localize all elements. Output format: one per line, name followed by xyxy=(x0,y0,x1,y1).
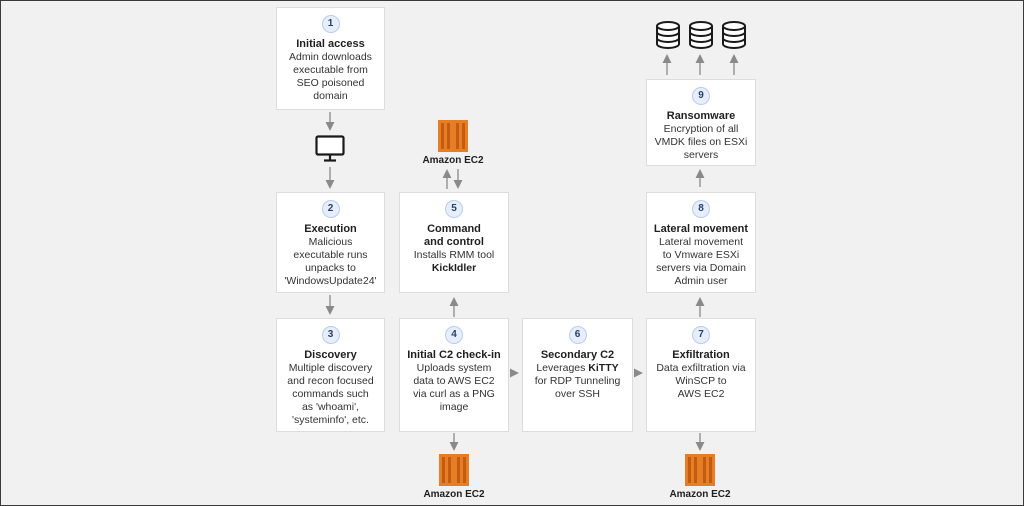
tool-name-kickidler: KickIdler xyxy=(431,262,477,274)
step-desc: Multiple discovery and recon focused com… xyxy=(287,362,374,426)
step-3-discovery: 3 Discovery Multiple discovery and recon… xyxy=(276,318,385,432)
step-8-lateral-movement: 8 Lateral movement Lateral movement to V… xyxy=(646,192,756,293)
step-desc: Data exfiltration via WinSCP to AWS EC2 xyxy=(656,362,746,400)
step-title: Initial access xyxy=(296,38,365,50)
step-desc: Lateral movement to Vmware ESXi servers … xyxy=(656,236,746,287)
step-desc: Uploads system data to AWS EC2 via curl … xyxy=(413,362,495,413)
step-desc: Encryption of all VMDK files on ESXi ser… xyxy=(654,123,748,161)
step-number-4: 4 xyxy=(445,326,463,344)
step-number-8: 8 xyxy=(692,200,710,218)
monitor-icon xyxy=(315,135,345,162)
database-icon xyxy=(689,21,713,49)
step-number-7: 7 xyxy=(692,326,710,344)
ec2-label-top: Amazon EC2 xyxy=(422,155,484,166)
step-6-secondary-c2: 6 Secondary C2 Leverages KiTTY for RDP T… xyxy=(522,318,633,432)
step-7-exfiltration: 7 Exfiltration Data exfiltration via Win… xyxy=(646,318,756,432)
step-title: Lateral movement xyxy=(653,223,749,235)
step-number-1: 1 xyxy=(321,15,340,33)
step-number-2: 2 xyxy=(321,200,340,218)
step-4-initial-c2-check-in: 4 Initial C2 check-in Uploads system dat… xyxy=(399,318,509,432)
step-title: Command and control xyxy=(424,223,484,248)
step-title: Ransomware xyxy=(666,110,736,122)
aws-ec2-icon xyxy=(685,454,715,486)
step-number-9: 9 xyxy=(692,87,710,105)
database-icon xyxy=(722,21,746,49)
step-number-3: 3 xyxy=(321,326,340,344)
step-desc: Leverages KiTTY for RDP Tunneling over S… xyxy=(534,362,621,400)
step-2-execution: 2 Execution Malicious executable runs un… xyxy=(276,192,385,293)
step-title: Exfiltration xyxy=(672,349,730,361)
aws-ec2-icon xyxy=(438,120,468,152)
step-1-initial-access: 1 Initial access Admin downloads executa… xyxy=(276,7,385,110)
step-title: Initial C2 check-in xyxy=(407,349,501,361)
step-number-5: 5 xyxy=(445,200,463,218)
step-9-ransomware: 9 Ransomware Encryption of all VMDK file… xyxy=(646,79,756,166)
step-title: Secondary C2 xyxy=(540,349,615,361)
tool-name-kitty: KiTTY xyxy=(588,362,619,374)
ec2-label-bottom-left: Amazon EC2 xyxy=(423,489,485,500)
step-title: Discovery xyxy=(304,349,357,361)
database-icon xyxy=(656,21,680,49)
step-number-6: 6 xyxy=(568,326,587,344)
step-desc: Installs RMM tool KickIdler xyxy=(413,249,495,274)
step-desc: Malicious executable runs unpacks to 'Wi… xyxy=(284,236,377,287)
step-5-command-and-control: 5 Command and control Installs RMM tool … xyxy=(399,192,509,293)
step-title: Execution xyxy=(304,223,357,235)
step-desc: Admin downloads executable from SEO pois… xyxy=(289,51,372,102)
ec2-label-bottom-right: Amazon EC2 xyxy=(669,489,731,500)
aws-ec2-icon xyxy=(439,454,469,486)
